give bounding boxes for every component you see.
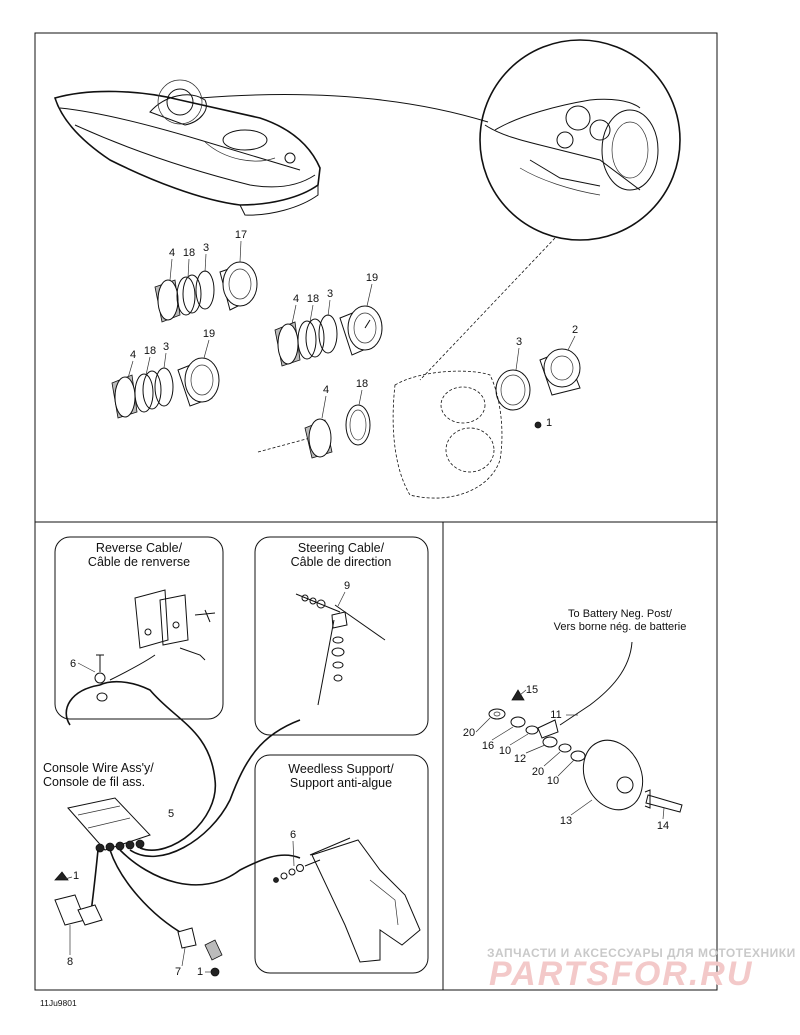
reverse-cable-title: Reverse Cable/ (96, 541, 183, 555)
battery-post-title-fr: Vers borne nég. de batterie (554, 621, 687, 633)
console-wire-assembly: Console Wire Ass'y/ Console de fil ass. (43, 680, 301, 977)
callout-20: 20 (532, 766, 544, 778)
gauge-set-left (111, 357, 220, 419)
gauge-set-mid-right (274, 305, 383, 367)
callout-10: 10 (499, 745, 511, 757)
callout-19: 19 (366, 272, 378, 284)
leader-dashboard-to-panel (419, 237, 556, 381)
callout-10: 10 (547, 775, 559, 787)
callout-15: 15 (526, 684, 538, 696)
console-wire-title: Console Wire Ass'y/ (43, 761, 154, 775)
callout-13: 13 (560, 815, 572, 827)
callout-1: 1 (546, 417, 552, 429)
callout-19: 19 (203, 328, 215, 340)
watermark-caption: ЗАПЧАСТИ И АКСЕССУАРЫ ДЛЯ МОТОТЕХНИКИ (487, 946, 796, 960)
gauge-nut-lower (257, 404, 371, 459)
reverse-cable-title-fr: Câble de renverse (88, 555, 190, 569)
console-panel (392, 348, 581, 499)
callout-12: 12 (514, 753, 526, 765)
callout-4: 4 (169, 247, 175, 259)
inset-steering-cable: Steering Cable/ Câble de direction (254, 536, 429, 736)
callout-17: 17 (235, 229, 247, 241)
callout-labels: 4 18 3 17 19 4 18 3 4 18 3 19 4 18 3 2 1… (64, 229, 669, 978)
steering-cable-title-fr: Câble de direction (291, 555, 392, 569)
diagram-frame (34, 32, 718, 991)
drawing-code: 11Ju9801 (40, 998, 77, 1008)
weedless-support-title: Weedless Support/ (288, 762, 394, 776)
callout-14: 14 (657, 820, 669, 832)
callout-3: 3 (327, 288, 333, 300)
callout-4: 4 (323, 384, 329, 396)
battery-post-title: To Battery Neg. Post/ (568, 608, 673, 620)
callout-3: 3 (516, 336, 522, 348)
callout-6: 6 (70, 658, 76, 670)
callout-18: 18 (356, 378, 368, 390)
weedless-support-title-fr: Support anti-algue (290, 776, 392, 790)
callout-6: 6 (290, 829, 296, 841)
callout-4: 4 (293, 293, 299, 305)
inset-weedless-support: Weedless Support/ Support anti-algue (254, 754, 429, 974)
callout-11: 11 (550, 709, 561, 721)
callout-7: 7 (175, 966, 181, 978)
console-wire-title-fr: Console de fil ass. (43, 775, 145, 789)
callout-1: 1 (73, 870, 79, 882)
callout-2: 2 (572, 324, 578, 336)
callout-4: 4 (130, 349, 136, 361)
watermark-logo: PARTSFOR.RU (489, 955, 753, 993)
inset-reverse-cable: Reverse Cable/ Câble de renverse (54, 536, 224, 720)
watermark: ЗАПЧАСТИ И АКСЕССУАРЫ ДЛЯ МОТОТЕХНИКИ PA… (487, 946, 796, 993)
callout-3: 3 (163, 341, 169, 353)
callout-9: 9 (344, 580, 350, 592)
battery-ground-assembly: To Battery Neg. Post/ Vers borne nég. de… (488, 608, 687, 813)
boat-illustration (53, 79, 489, 216)
dashboard-detail-circle (479, 39, 681, 241)
callout-20: 20 (463, 727, 475, 739)
steering-cable-title: Steering Cable/ (298, 541, 385, 555)
callout-18: 18 (183, 247, 195, 259)
callout-8: 8 (67, 956, 73, 968)
callout-18: 18 (144, 345, 156, 357)
callout-16: 16 (482, 740, 494, 752)
callout-18: 18 (307, 293, 319, 305)
callout-1: 1 (197, 966, 203, 978)
callout-5: 5 (168, 808, 174, 820)
gauge-set-top-left (154, 261, 258, 323)
callout-3: 3 (203, 242, 209, 254)
